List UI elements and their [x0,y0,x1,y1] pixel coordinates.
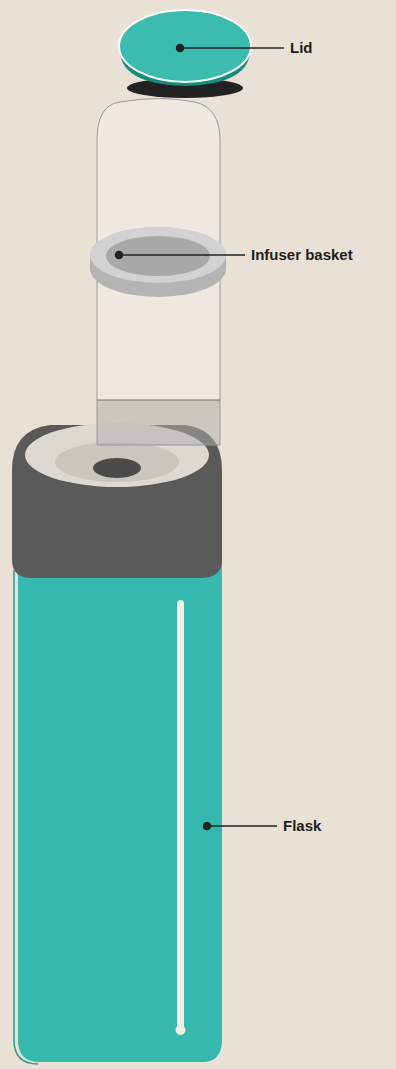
lid-drawing [119,10,251,98]
flask-drawing [12,423,222,1064]
part-label: Lid [290,39,313,57]
leader-lines [116,45,285,830]
part-label: Infuser basket [251,246,353,264]
infuser-drawing [90,99,226,446]
part-label: Flask [283,817,321,835]
